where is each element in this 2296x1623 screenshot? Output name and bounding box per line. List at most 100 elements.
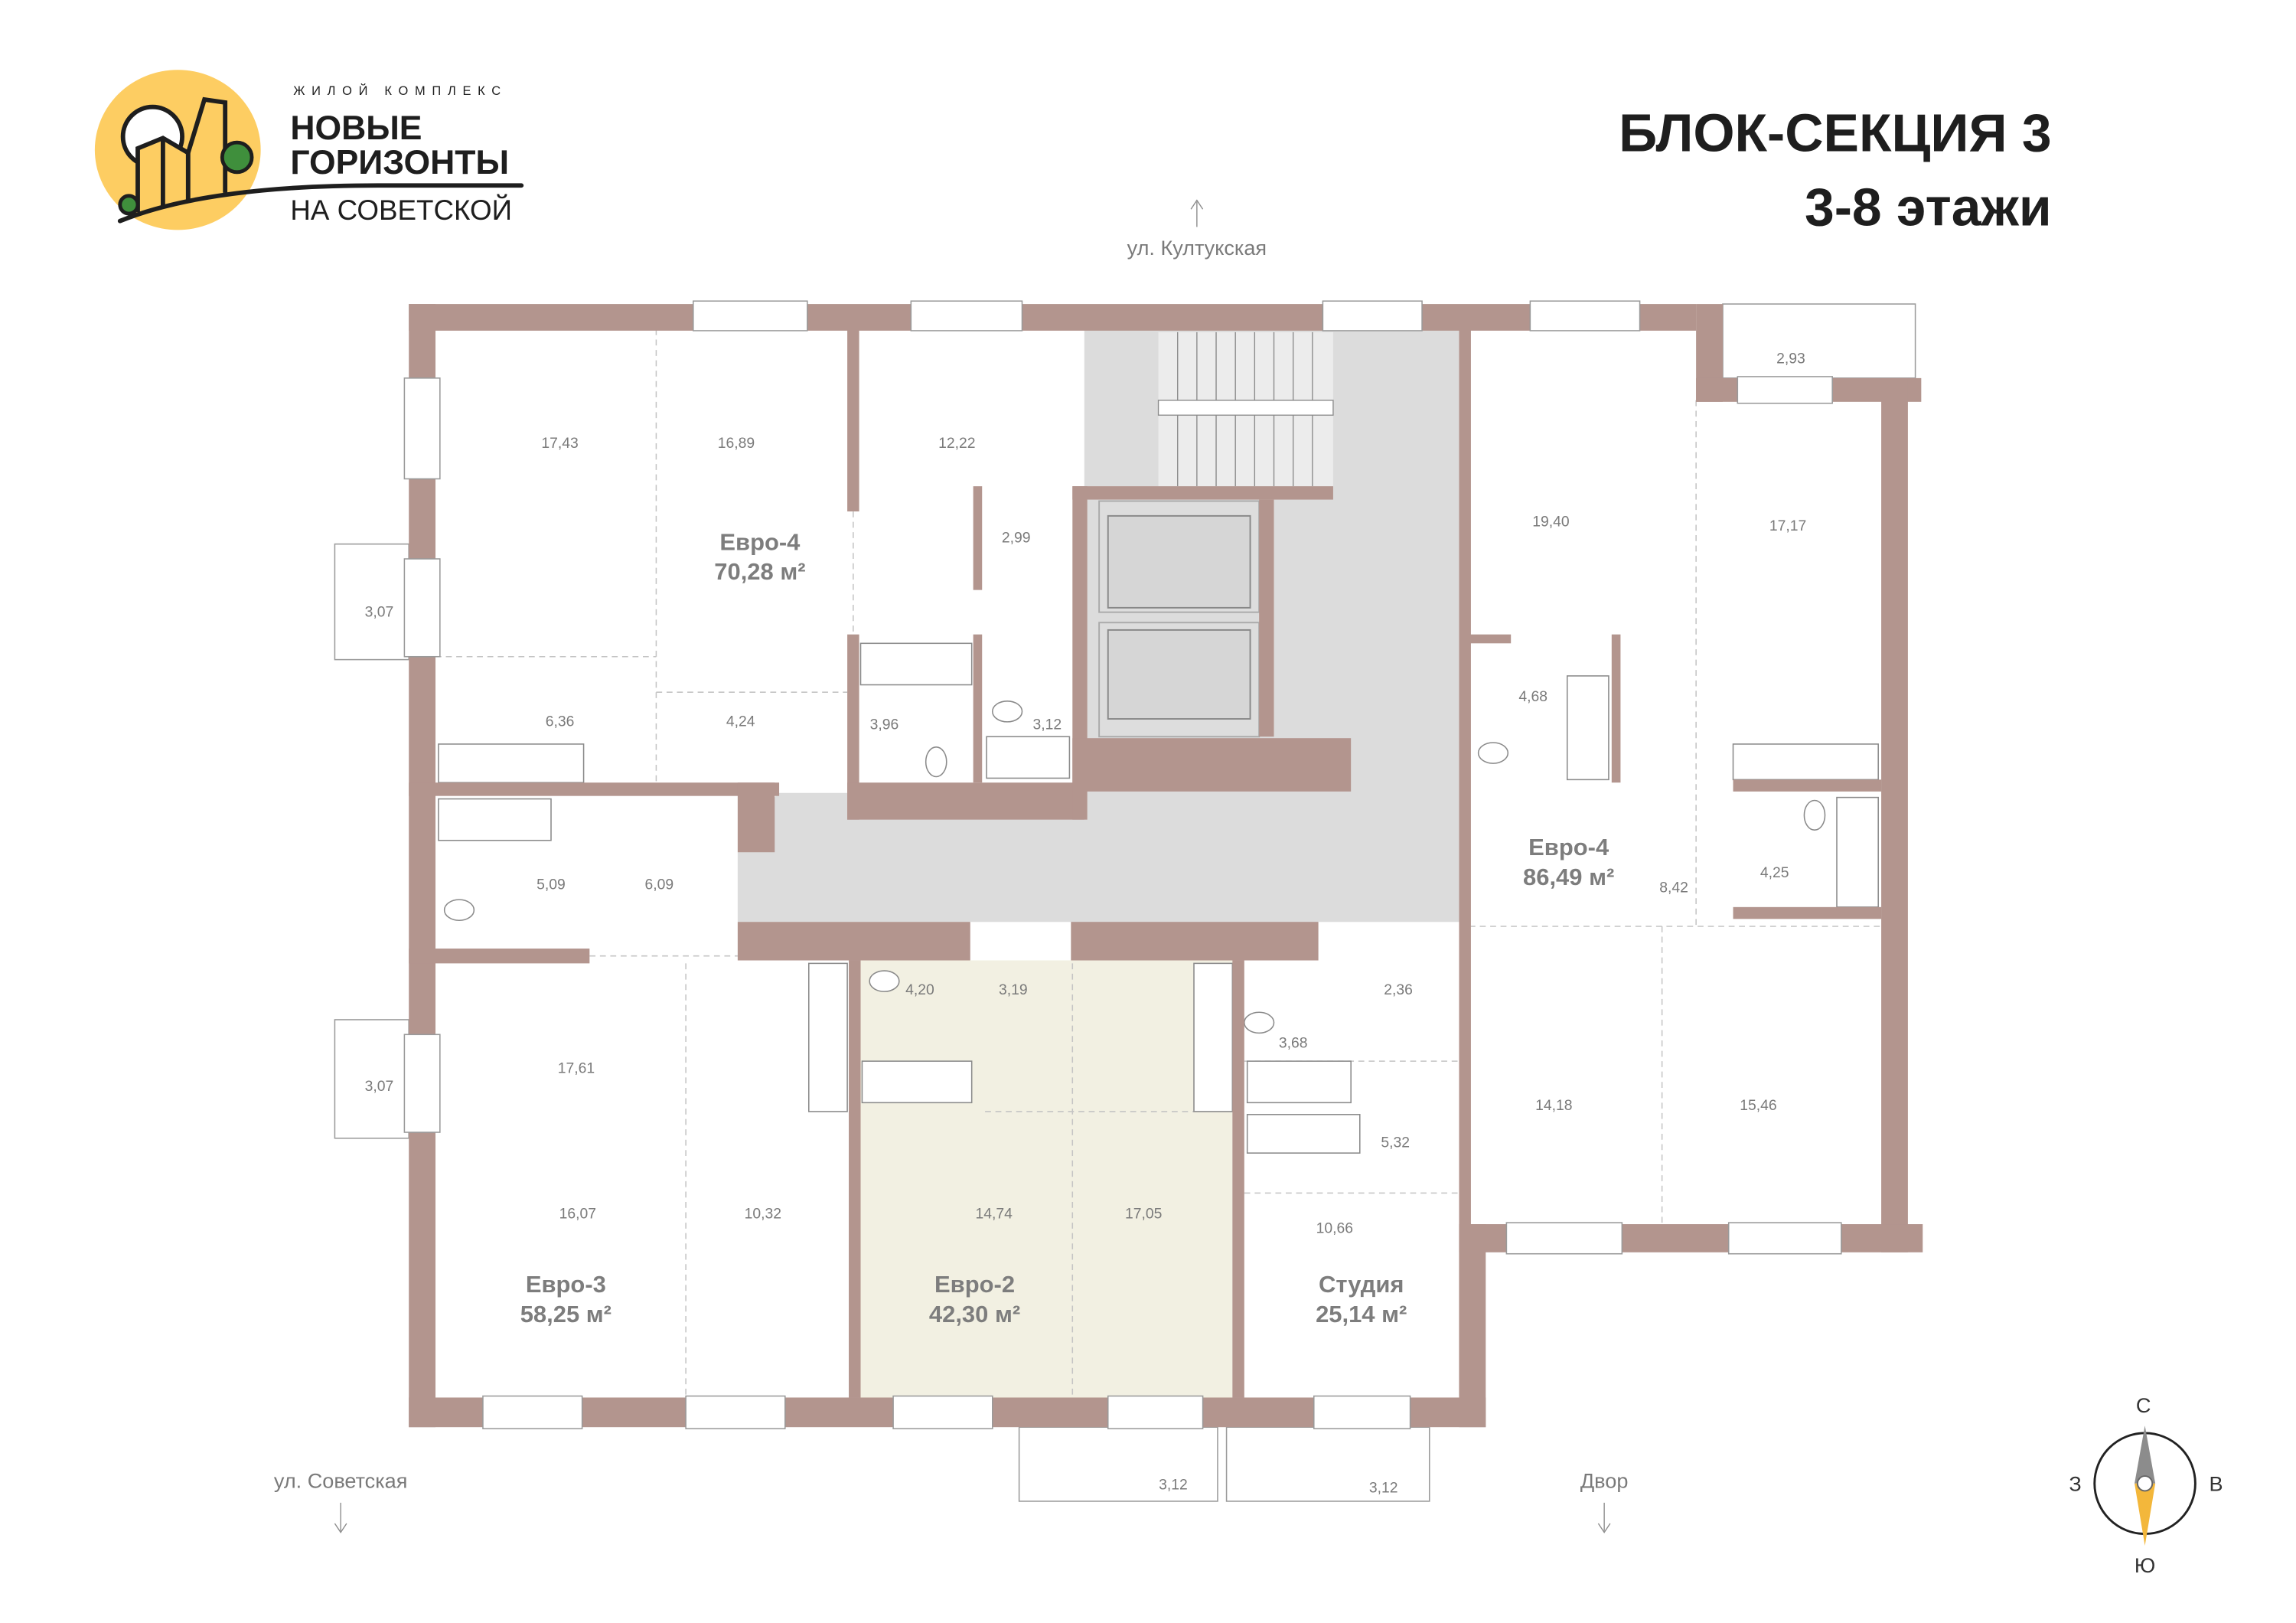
- window: [1313, 1395, 1411, 1429]
- apartment-type: Евро-4: [719, 528, 801, 555]
- window: [403, 377, 441, 480]
- window: [693, 300, 808, 331]
- logo-tree-icon: [118, 194, 140, 216]
- room-area: 3,68: [1279, 1035, 1308, 1052]
- apartment-area: 58,25 м²: [520, 1301, 612, 1327]
- room-area: 14,18: [1535, 1097, 1572, 1114]
- window: [910, 300, 1023, 331]
- toilet-icon: [443, 899, 475, 922]
- room-area: 3,07: [365, 1078, 394, 1095]
- bathtub-icon: [986, 736, 1071, 779]
- room-area: 3,12: [1159, 1476, 1188, 1493]
- compass-east: В: [2209, 1471, 2223, 1495]
- room-area: 3,07: [365, 603, 394, 620]
- room-area: 16,07: [559, 1205, 596, 1222]
- kitchen-counter: [808, 962, 848, 1112]
- street-south-west: ул. Советская: [274, 1469, 407, 1533]
- logo-name-line1: НОВЫЕ: [290, 109, 422, 147]
- bathtub-icon: [859, 642, 973, 686]
- balcony-west-1: [334, 543, 409, 661]
- partitions: [435, 328, 1882, 1398]
- room-area: 2,93: [1776, 351, 1805, 367]
- stair-steps: [1157, 331, 1334, 487]
- window: [892, 1395, 993, 1429]
- apartment-euro4-west[interactable]: Евро-4 70,28 м²: [714, 528, 805, 585]
- apartment-area: 25,14 м²: [1316, 1301, 1407, 1327]
- logo-name-line3: НА СОВЕТСКОЙ: [290, 194, 512, 226]
- bathtub-icon: [1246, 1060, 1352, 1104]
- street-north-label: ул. Култукская: [1127, 236, 1267, 260]
- highlight-euro2[interactable]: [859, 960, 1233, 1399]
- arrow-down-head: [1597, 1523, 1611, 1533]
- window: [1529, 300, 1641, 331]
- toilet-icon: [1477, 742, 1509, 764]
- room-area: 14,74: [975, 1205, 1013, 1222]
- elevator-2-cabin: [1107, 629, 1251, 720]
- floors-label: 3-8 этажи: [1805, 178, 2052, 237]
- balconies: [334, 303, 1916, 1502]
- apartment-studio[interactable]: Студия 25,14 м²: [1316, 1271, 1407, 1327]
- balcony-west-2: [334, 1019, 409, 1139]
- room-area: 4,24: [726, 714, 755, 730]
- windows: [403, 300, 1842, 1429]
- logo-name-line2: ГОРИЗОНТЫ: [290, 144, 509, 181]
- room-area: 17,17: [1769, 518, 1806, 534]
- room-area: 3,96: [870, 717, 899, 733]
- room-area: 8,42: [1659, 879, 1688, 896]
- logo-horizon-line: [117, 183, 524, 224]
- fixtures: [438, 642, 1879, 1154]
- balcony-south-1: [1018, 1426, 1218, 1502]
- toilet-icon: [1803, 799, 1826, 831]
- window: [1737, 376, 1833, 404]
- compass-center: [2136, 1475, 2154, 1492]
- compass: С З В Ю: [2069, 1393, 2223, 1577]
- plan: Евро-4 70,28 м² Евро-3 58,25 м² Евро-2 4…: [334, 300, 1923, 1502]
- apartment-area: 70,28 м²: [714, 558, 805, 585]
- apartment-type: Студия: [1319, 1271, 1404, 1298]
- compass-needle-south: [2135, 1483, 2156, 1546]
- room-area: 5,09: [536, 877, 566, 893]
- room-area: 2,99: [1002, 530, 1031, 547]
- window: [685, 1395, 786, 1429]
- apartment-euro4-east[interactable]: Евро-4 86,49 м²: [1523, 834, 1614, 890]
- kitchen-counter: [1193, 962, 1234, 1112]
- apartment-type: Евро-2: [934, 1271, 1015, 1298]
- toilet-icon: [1244, 1011, 1275, 1034]
- toilet-icon: [925, 746, 947, 778]
- window: [403, 558, 441, 658]
- compass-north: С: [2136, 1393, 2151, 1417]
- apartment-euro3[interactable]: Евро-3 58,25 м²: [520, 1271, 612, 1327]
- compass-south: Ю: [2135, 1553, 2155, 1577]
- room-area: 12,22: [938, 435, 975, 452]
- window: [1727, 1222, 1842, 1255]
- street-south-east-label: Двор: [1580, 1469, 1629, 1493]
- room-area: 17,43: [541, 435, 578, 452]
- room-area: 10,66: [1316, 1220, 1353, 1237]
- toilet-icon: [992, 700, 1023, 723]
- room-area: 17,05: [1125, 1205, 1162, 1222]
- apartment-area: 86,49 м²: [1523, 864, 1614, 890]
- room-area: 4,68: [1518, 688, 1548, 705]
- room-area: 6,36: [546, 714, 575, 730]
- room-area: 5,32: [1381, 1134, 1410, 1151]
- window: [482, 1395, 583, 1429]
- apartment-type: Евро-3: [526, 1271, 606, 1298]
- arrow-up-head: [1190, 199, 1204, 210]
- room-area: 17,61: [558, 1060, 595, 1077]
- room-area: 15,46: [1740, 1097, 1776, 1114]
- walls: [409, 304, 1923, 1428]
- room-area: 2,36: [1384, 981, 1413, 998]
- bathtub-icon: [861, 1060, 973, 1104]
- kitchen-counter: [438, 743, 585, 784]
- street-south-east: Двор: [1580, 1469, 1629, 1533]
- elevator-1-cabin: [1107, 514, 1251, 609]
- room-area: 4,20: [905, 981, 934, 998]
- logo-tree-icon: [220, 140, 254, 175]
- room-area: 3,19: [999, 981, 1028, 998]
- room-area: 4,25: [1760, 864, 1789, 881]
- room-area: 19,40: [1532, 513, 1569, 530]
- apartment-euro2[interactable]: Евро-2 42,30 м²: [929, 1271, 1020, 1327]
- bathtub-icon: [1836, 796, 1879, 908]
- apartment-type: Евро-4: [1528, 834, 1609, 860]
